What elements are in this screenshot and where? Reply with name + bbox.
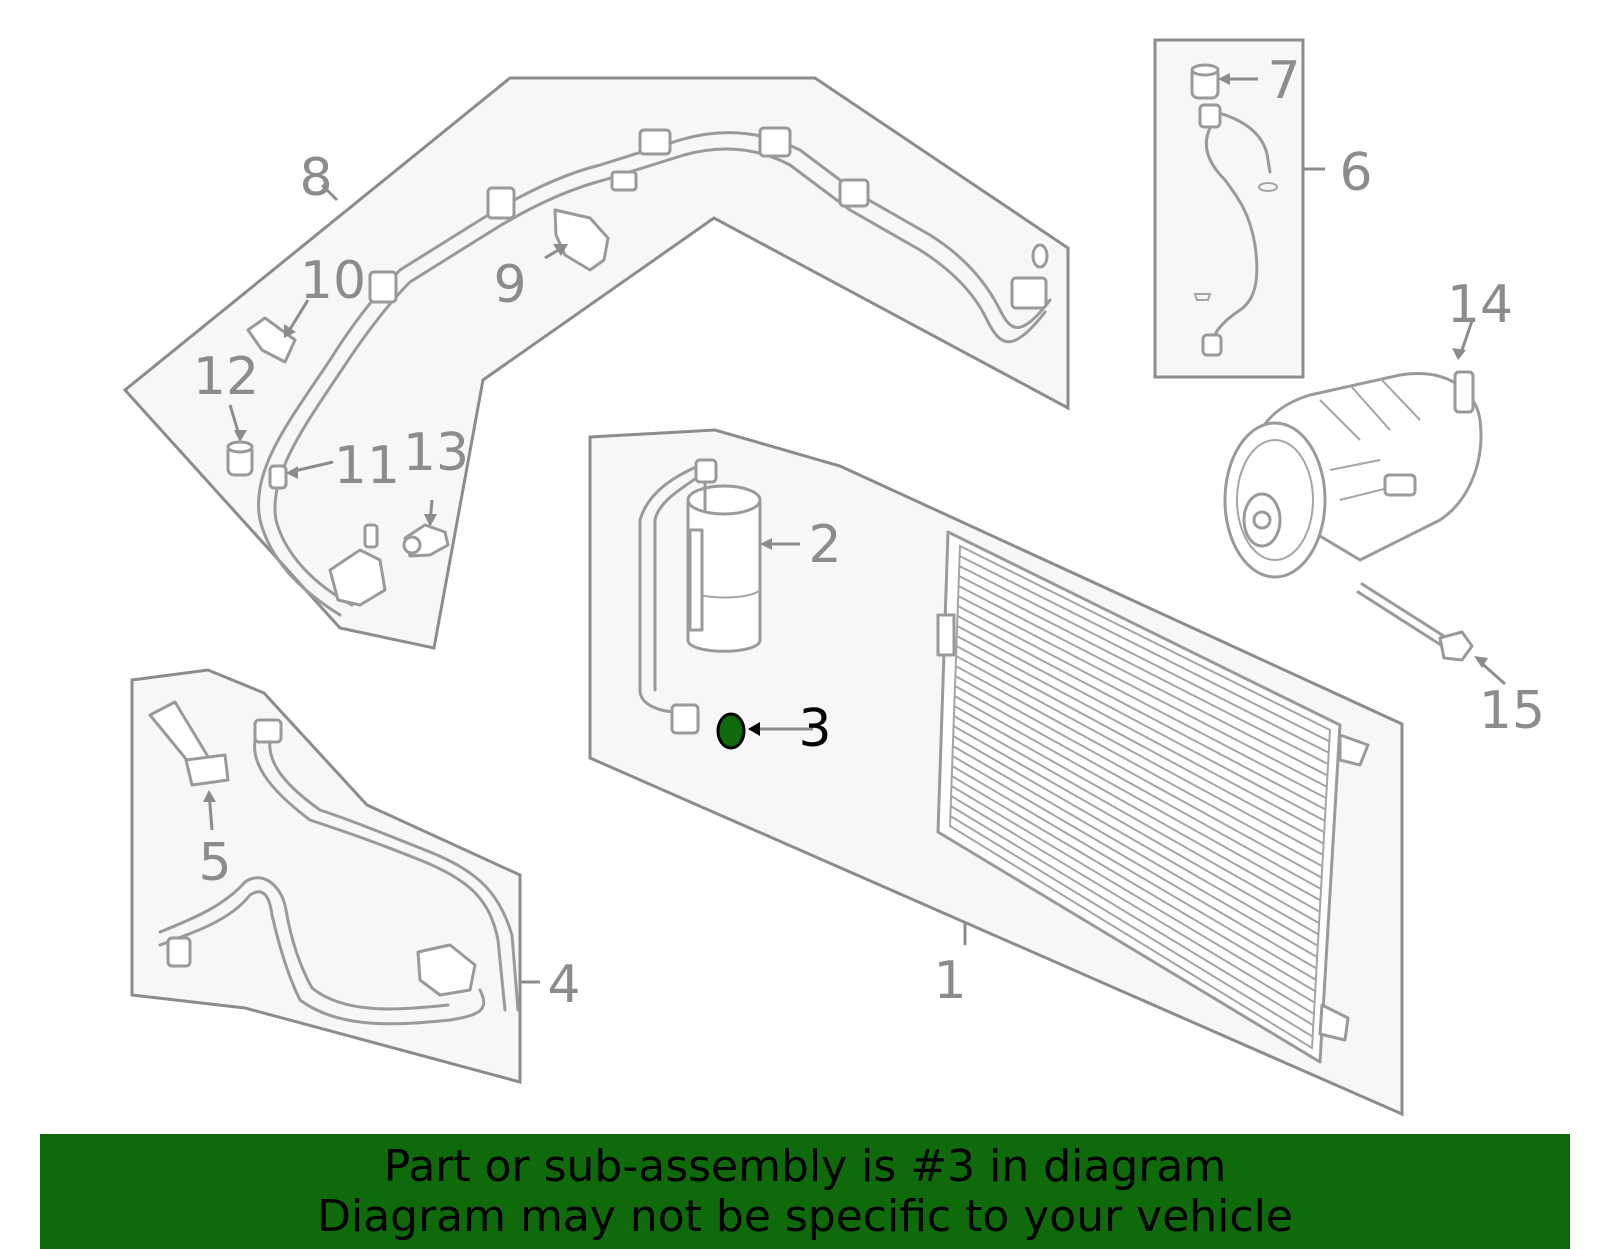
part-9-bracket bbox=[553, 208, 610, 272]
condenser-fin bbox=[957, 615, 1326, 811]
callout-4: 4 bbox=[547, 955, 580, 1015]
part-10-clip bbox=[246, 316, 297, 364]
condenser-fin bbox=[954, 695, 1321, 902]
part-15-bolt bbox=[1356, 582, 1506, 686]
panel-tube-6 bbox=[1153, 38, 1325, 379]
part-11-cap bbox=[268, 464, 288, 490]
condenser-fin bbox=[958, 565, 1330, 754]
callout-3: 3 bbox=[798, 699, 831, 759]
condenser-fin bbox=[953, 715, 1320, 924]
leader-arrows bbox=[203, 73, 1488, 802]
condenser-fin bbox=[954, 675, 1323, 879]
condenser-fin bbox=[955, 645, 1325, 845]
callout-12: 12 bbox=[193, 347, 259, 407]
leader-arrow-3 bbox=[748, 722, 760, 736]
banner-line-1: Part or sub-assembly is #3 in diagram bbox=[383, 1140, 1227, 1192]
callout-1: 1 bbox=[933, 951, 966, 1011]
condenser-fin bbox=[954, 685, 1322, 890]
callout-7: 7 bbox=[1267, 51, 1300, 111]
condenser-fin bbox=[950, 795, 1315, 1015]
panel-line-assembly-8 bbox=[122, 76, 1070, 650]
callout-15: 15 bbox=[1479, 681, 1545, 741]
condenser-fin bbox=[955, 655, 1324, 856]
info-banner: Part or sub-assembly is #3 in diagram Di… bbox=[40, 1134, 1570, 1249]
condenser-fin bbox=[958, 585, 1328, 777]
condenser-fin bbox=[951, 775, 1316, 993]
condenser-fin bbox=[951, 765, 1317, 981]
part-5-bracket bbox=[148, 700, 230, 787]
condenser-fin bbox=[957, 595, 1328, 788]
condenser-fin bbox=[950, 785, 1316, 1004]
condenser-fin bbox=[951, 755, 1318, 970]
condenser-fin bbox=[957, 605, 1327, 800]
condenser-fin bbox=[953, 705, 1321, 913]
callout-2: 2 bbox=[808, 515, 841, 575]
callout-11: 11 bbox=[334, 436, 400, 496]
part-1-condenser bbox=[936, 530, 1370, 1064]
condenser-fin bbox=[952, 735, 1319, 947]
condenser-fin bbox=[958, 575, 1329, 765]
banner-line-2: Diagram may not be specific to your vehi… bbox=[317, 1190, 1293, 1242]
condenser-fin bbox=[950, 805, 1314, 1027]
callout-9: 9 bbox=[493, 255, 526, 315]
callout-8: 8 bbox=[299, 148, 332, 208]
callout-10: 10 bbox=[300, 251, 366, 311]
condenser-fin bbox=[953, 725, 1319, 936]
condenser-fin bbox=[949, 815, 1314, 1038]
callout-14: 14 bbox=[1447, 275, 1513, 335]
condenser-fin bbox=[956, 635, 1325, 834]
panel-liquid-line-4 bbox=[130, 668, 540, 1084]
callout-5: 5 bbox=[198, 833, 231, 893]
panel-condenser-1 bbox=[588, 428, 1404, 1117]
callout-13: 13 bbox=[403, 423, 469, 483]
part-3-o-ring bbox=[716, 712, 746, 750]
condenser-fin bbox=[952, 745, 1318, 959]
condenser-fin bbox=[955, 665, 1323, 868]
callout-6: 6 bbox=[1339, 143, 1372, 203]
part-2-drier bbox=[638, 458, 762, 735]
condenser-fin bbox=[959, 555, 1330, 743]
condenser-fin bbox=[956, 625, 1326, 822]
